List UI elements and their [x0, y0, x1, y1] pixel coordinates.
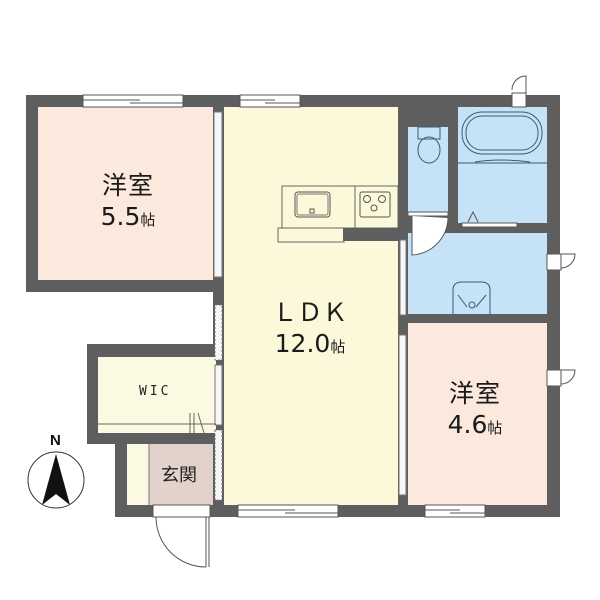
bathroom-floor [458, 107, 547, 223]
toilet-icon [417, 126, 441, 164]
room-size-unit: 帖 [140, 211, 156, 230]
ldk-floor [224, 107, 398, 505]
western-room-1-floor [38, 107, 213, 280]
room-size: 12.0帖 [250, 328, 370, 359]
kitchen-counter [277, 185, 399, 243]
partitions [213, 111, 407, 501]
room-size: 4.6帖 [420, 409, 530, 440]
compass-north-label: N [50, 432, 61, 449]
window-ldk-top [239, 94, 301, 108]
western-room-2-label: 洋室 4.6帖 [420, 378, 530, 441]
toilet-floor [408, 127, 448, 212]
genkan-label: 玄関 [161, 465, 197, 486]
room-name: 洋室 [448, 379, 501, 408]
bathtub-icon [458, 111, 547, 164]
exterior-doors [511, 75, 576, 387]
wic-shelf [98, 412, 216, 434]
room-size: 5.5帖 [73, 201, 183, 232]
ldk-label: ＬＤＫ 12.0帖 [250, 297, 370, 360]
room-size-value: 5.5 [100, 202, 141, 232]
room-size-value: 4.6 [447, 410, 488, 440]
entry-door [152, 504, 211, 568]
compass-icon [27, 451, 85, 509]
stove-icon [359, 191, 391, 218]
bath-window [511, 92, 527, 108]
wic-label: WIC [139, 384, 172, 399]
toilet-door [407, 211, 449, 256]
western-room-2-floor [408, 323, 547, 505]
wic-floor [98, 357, 216, 433]
room-name: ＬＤＫ [272, 298, 348, 327]
window-bedroom2-bottom [424, 504, 486, 518]
genkan-step-floor [127, 444, 149, 505]
bath-door [461, 210, 518, 228]
window-bedroom1 [82, 94, 184, 108]
room-size-unit: 帖 [487, 419, 503, 438]
genkan-floor [149, 444, 213, 505]
western-room-1-label: 洋室 5.5帖 [73, 170, 183, 233]
washbasin-icon [452, 281, 491, 314]
windows [82, 94, 486, 518]
room-size-value: 12.0 [274, 329, 331, 359]
room-size-unit: 帖 [330, 338, 346, 357]
room-name: 洋室 [101, 171, 154, 200]
kitchen-sink-icon [294, 191, 331, 218]
bath-door-swing [511, 75, 527, 93]
window-ldk-bottom [237, 504, 339, 518]
